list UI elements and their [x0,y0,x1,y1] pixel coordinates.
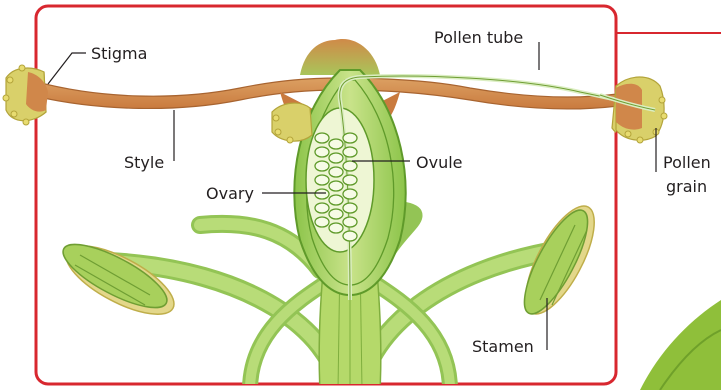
label-stamen: Stamen [472,337,534,356]
label-pollen-grain-2: grain [666,177,707,196]
label-pollen-grain-1: Pollen [663,153,711,172]
stigma-left-outer [3,65,48,125]
label-ovule: Ovule [416,153,463,172]
label-stigma: Stigma [91,44,147,63]
label-pollen-tube: Pollen tube [434,28,523,47]
stigma-mid-left [272,103,312,143]
label-style: Style [124,153,164,172]
label-ovary: Ovary [206,184,254,203]
leaf-decoration [640,300,721,390]
